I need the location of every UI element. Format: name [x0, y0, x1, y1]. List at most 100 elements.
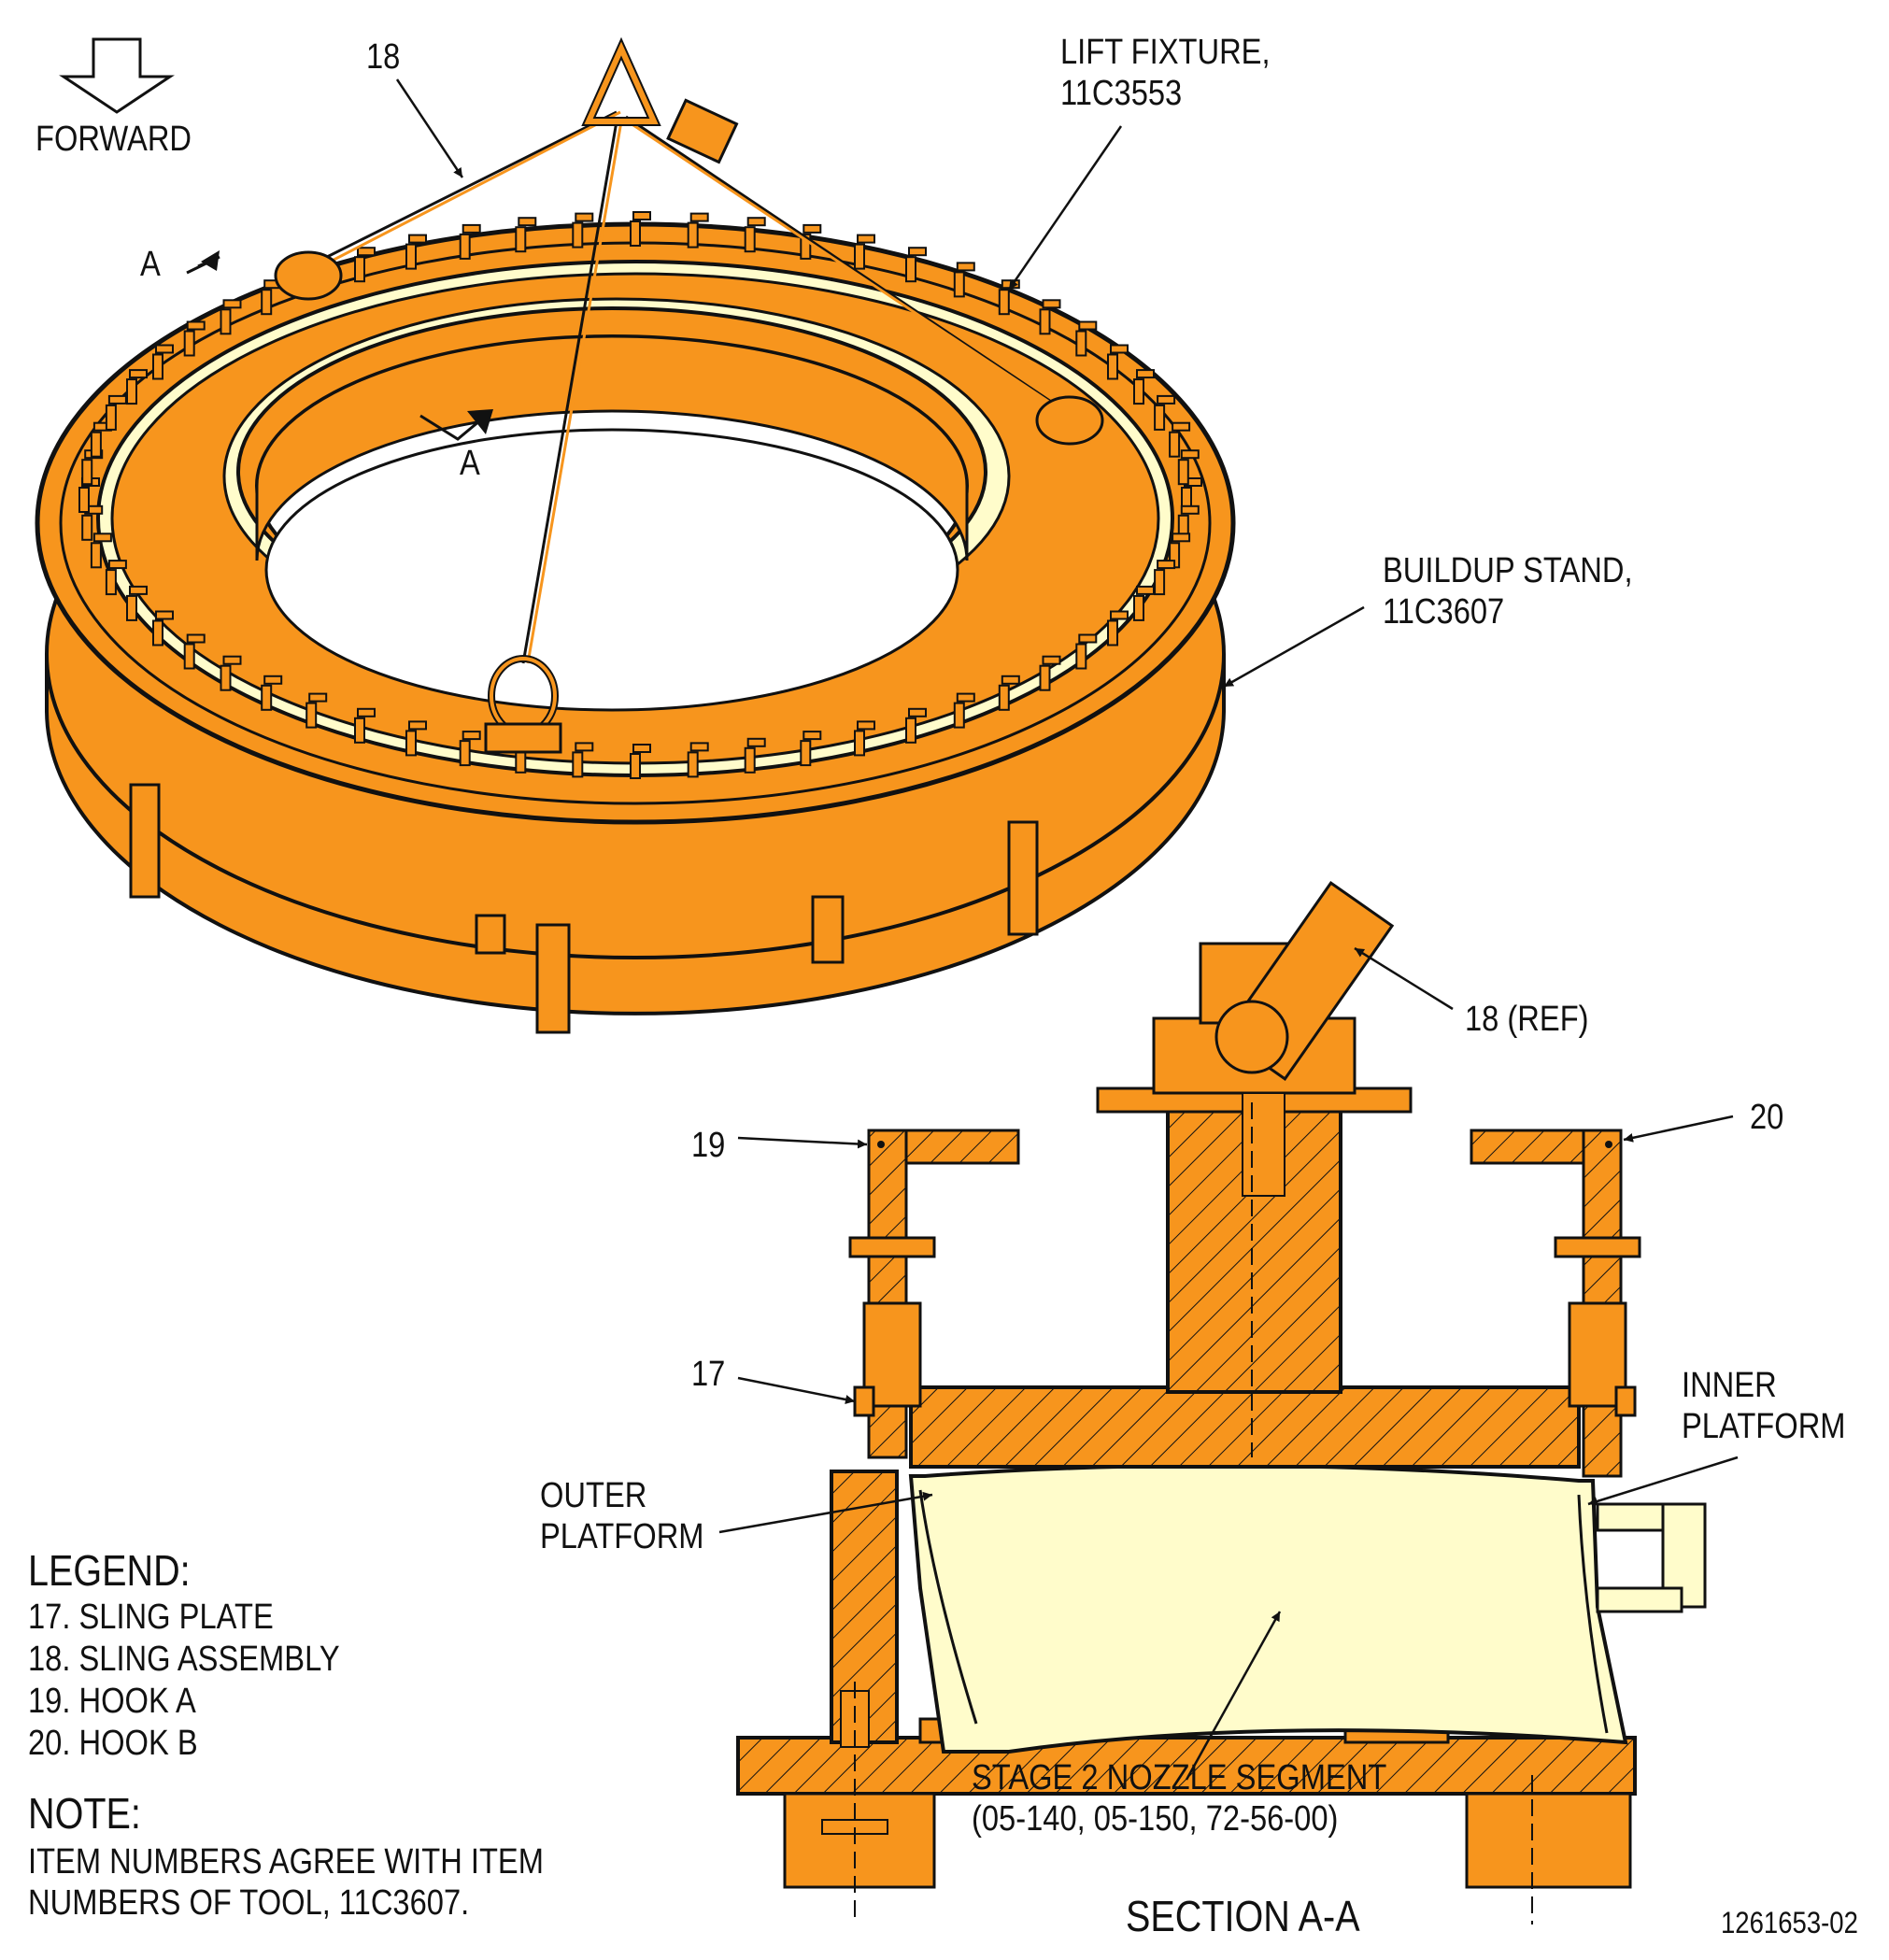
clamp-pin — [126, 594, 137, 621]
clamp-pin — [152, 619, 163, 646]
callout-lift-fixture: LIFT FIXTURE, 11C3553 — [1060, 33, 1271, 113]
clamp-pin-handle — [357, 247, 376, 257]
clamp-pin — [744, 746, 756, 774]
clamp-pin-handle — [956, 262, 975, 272]
clamp-pin — [800, 233, 812, 260]
buildup-stand-view — [35, 36, 1236, 1034]
clamp-pin — [630, 220, 641, 247]
clamp-pin-handle — [908, 707, 927, 717]
clamp-pin — [572, 751, 584, 778]
clamp-pin — [1154, 569, 1166, 596]
clamp-pin — [1169, 431, 1181, 458]
clamp-pin — [687, 751, 699, 778]
clamp-pin — [354, 717, 365, 744]
clamp-pin-handle — [263, 675, 283, 685]
clamp-pin — [905, 717, 916, 744]
clamp-pin — [220, 308, 232, 335]
clamp-pin — [459, 740, 471, 767]
clamp-pin-handle — [129, 369, 148, 379]
clamp-pin-handle — [92, 533, 112, 543]
clamp-pin-handle — [107, 394, 127, 405]
clamp-pin-handle — [1157, 560, 1176, 570]
clamp-pin-handle — [908, 247, 927, 257]
clamp-pin-handle — [408, 720, 427, 731]
clamp-pin — [126, 378, 137, 405]
clamp-pin — [572, 221, 584, 249]
callout-20: 20 — [1750, 1098, 1784, 1137]
clamp-pin-handle — [518, 217, 537, 227]
clamp-pin-handle — [857, 234, 875, 244]
clamp-pin — [220, 664, 232, 691]
clamp-pin — [1039, 664, 1051, 691]
clamp-pin-handle — [107, 560, 127, 570]
clamp-pin-handle — [1078, 320, 1098, 331]
clamp-pin — [854, 730, 865, 757]
forward-arrow-icon — [59, 37, 175, 114]
callout-18-top: 18 — [366, 37, 401, 77]
clamp-pin-handle — [746, 737, 766, 747]
clamp-pin-handle — [689, 742, 709, 752]
clamp-pin-handle — [1157, 394, 1176, 405]
clamp-pin — [687, 221, 699, 249]
clamp-pin-handle — [186, 320, 206, 331]
callout-buildup-stand: BUILDUP STAND, 11C3607 — [1383, 551, 1633, 632]
clamp-pin — [183, 643, 195, 670]
clamp-pin — [744, 226, 756, 253]
clamp-pin — [1075, 643, 1087, 670]
clamp-pin — [305, 702, 318, 729]
clamp-pin — [905, 256, 916, 283]
clamp-pin — [800, 740, 812, 767]
clamp-pin — [78, 487, 90, 513]
callout-17: 17 — [691, 1355, 726, 1394]
clamp-pin — [998, 684, 1010, 711]
figure-id: 1261653-02 — [1721, 1906, 1858, 1939]
clamp-pin-handle — [575, 742, 594, 752]
clamp-pin-handle — [129, 585, 148, 595]
clamp-pin — [998, 289, 1010, 316]
clamp-pin — [1039, 308, 1051, 335]
clamp-pin-handle — [1042, 299, 1061, 309]
clamp-pin-handle — [1001, 675, 1020, 685]
clamp-pin-handle — [155, 344, 174, 354]
clamp-pin — [854, 243, 865, 270]
clamp-pin — [183, 330, 195, 357]
clamp-pin-handle — [857, 720, 875, 731]
clamp-pin — [261, 289, 273, 316]
clamp-pin-handle — [1078, 633, 1098, 644]
legend-item: 20. HOOK B — [28, 1724, 198, 1763]
clamp-pin-handle — [1180, 449, 1200, 460]
clamp-pin — [152, 353, 163, 380]
section-marker-top-label: A — [140, 245, 161, 284]
section-title: SECTION A-A — [1126, 1892, 1360, 1940]
clamp-pin-handle — [186, 633, 206, 644]
clamp-pin — [81, 514, 93, 541]
legend-item: 17. SLING PLATE — [28, 1598, 274, 1637]
clamp-pin — [953, 271, 965, 298]
clamp-pin-handle — [802, 731, 822, 741]
clamp-pin-handle — [1110, 610, 1129, 620]
section-marker-top-icon — [186, 250, 220, 275]
callout-inner-platform: INNER PLATFORM — [1682, 1366, 1846, 1446]
clamp-pin — [105, 569, 117, 596]
clamp-pin — [953, 702, 965, 729]
clamp-pin-handle — [956, 692, 975, 703]
clamp-pin — [90, 431, 102, 458]
clamp-pin-handle — [408, 234, 427, 244]
callout-19: 19 — [691, 1126, 726, 1165]
clamp-pin-handle — [222, 299, 242, 309]
clamp-pin — [405, 730, 417, 757]
section-marker-mid-label: A — [460, 444, 480, 483]
clamp-pin-handle — [1172, 421, 1191, 432]
clamp-pin-handle — [222, 655, 242, 665]
clamp-pin-handle — [575, 212, 594, 222]
clamp-pin — [405, 243, 417, 270]
clamp-pin — [1133, 378, 1144, 405]
clamp-pin-handle — [1136, 585, 1155, 595]
legend-item: 19. HOOK A — [28, 1682, 196, 1721]
clamp-pin — [81, 459, 93, 486]
clamp-pin — [1154, 404, 1166, 431]
clamp-pin-handle — [802, 223, 822, 234]
clamp-pin — [1107, 353, 1118, 380]
clamp-pin-handle — [632, 744, 651, 753]
